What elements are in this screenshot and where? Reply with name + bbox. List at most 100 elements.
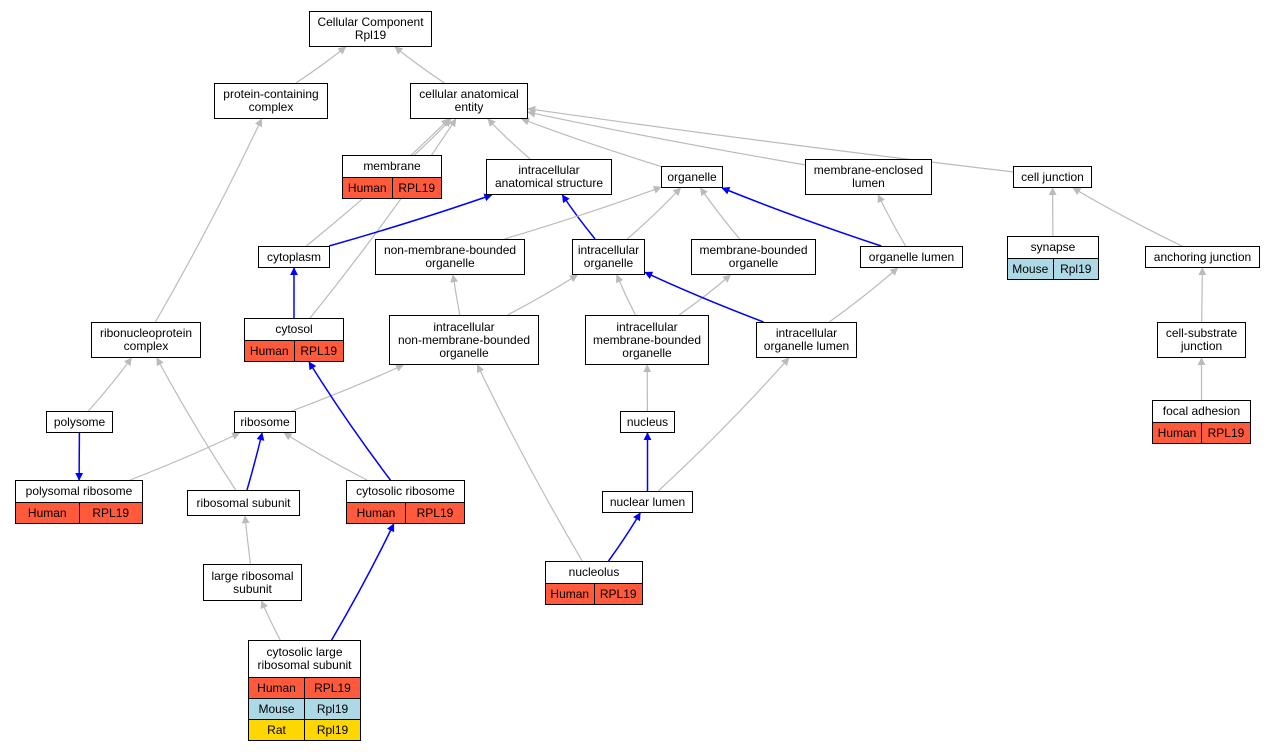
is-a-edge-non_membrane_bounded_organelle-to-organelle bbox=[504, 185, 662, 240]
node-label: cytosolic large ribosomal subunit bbox=[257, 645, 352, 672]
node-label: intracellular non-membrane-bounded organ… bbox=[397, 319, 531, 360]
node-organelle[interactable]: organelle bbox=[661, 166, 723, 188]
node-nuclear-lumen[interactable]: nuclear lumen bbox=[602, 491, 693, 513]
gene-cell: RPL19 bbox=[293, 341, 344, 361]
part-of-edge-intracellular_organelle_lumen-to-intracellular_organelle bbox=[644, 271, 764, 323]
is-a-edge-cellular_anatomical_entity-to-root bbox=[394, 46, 445, 84]
node-label: non-membrane-bounded organelle bbox=[383, 243, 517, 270]
node-non-membrane-bounded-organelle[interactable]: non-membrane-bounded organelle bbox=[375, 239, 525, 275]
node-cell-substrate-junction[interactable]: cell-substrate junction bbox=[1157, 322, 1246, 358]
node-label: intracellular membrane-bounded organelle bbox=[592, 319, 702, 360]
is-a-edge-intracellular_anatomical_structure-to-cellular_anatomical_entity bbox=[487, 118, 531, 160]
node-label: Cellular Component Rpl19 bbox=[317, 15, 424, 42]
node-label: ribonucleoprotein complex bbox=[99, 326, 193, 353]
node-label: membrane-enclosed lumen bbox=[813, 163, 924, 190]
node-cellular-component[interactable]: Cellular Component Rpl19 bbox=[309, 11, 432, 47]
node-intracellular-organelle-lumen[interactable]: intracellular organelle lumen bbox=[756, 322, 857, 358]
is-a-edge-membrane_enclosed_lumen-to-cellular_anatomical_entity bbox=[527, 109, 806, 166]
is-a-edge-membrane-to-cellular_anatomical_entity bbox=[413, 118, 452, 156]
node-polysome[interactable]: polysome bbox=[46, 411, 113, 433]
is-a-edge-intracellular_nmb_organelle-to-non_membrane_bounded_organelle bbox=[450, 274, 461, 316]
part-of-edge-organelle_lumen-to-organelle bbox=[721, 186, 882, 247]
gene-cell: RPL19 bbox=[304, 678, 360, 698]
is-a-edge-nucleolus-to-intracellular_nmb_organelle bbox=[476, 364, 583, 562]
gene-cell: Rpl19 bbox=[304, 720, 360, 740]
node-ribosomal-subunit[interactable]: ribosomal subunit bbox=[187, 490, 300, 516]
node-cell-junction[interactable]: cell junction bbox=[1013, 166, 1092, 188]
is-a-edge-membrane_bounded_organelle-to-organelle bbox=[700, 187, 741, 240]
gene-cell: Rpl19 bbox=[304, 699, 360, 719]
node-label: anchoring junction bbox=[1153, 249, 1252, 264]
node-label: intracellular anatomical structure bbox=[494, 163, 604, 190]
node-label: cytosol bbox=[275, 322, 313, 336]
node-label: large ribosomal subunit bbox=[211, 568, 294, 596]
is-a-edge-cytosolic_large_ribosomal_subunit-to-large_ribosomal_subunit bbox=[260, 600, 281, 641]
is-a-edge-polysome-to-ribonucleoprotein_complex bbox=[87, 357, 132, 412]
node-label: cell-substrate junction bbox=[1165, 326, 1238, 353]
node-intracellular-membrane-bounded-organelle[interactable]: intracellular membrane-bounded organelle bbox=[585, 315, 709, 365]
species-cell: Mouse bbox=[1012, 261, 1049, 276]
is-a-edge-intracellular_organelle-to-organelle bbox=[626, 187, 682, 240]
node-label: intracellular organelle bbox=[577, 243, 640, 270]
is-a-edge-intracellular_organelle_lumen-to-organelle_lumen bbox=[828, 267, 899, 323]
node-label: cytosolic ribosome bbox=[356, 484, 455, 498]
node-intracellular-organelle[interactable]: intracellular organelle bbox=[572, 239, 645, 275]
node-protein-containing-complex[interactable]: protein-containing complex bbox=[214, 83, 328, 119]
is-a-edge-organelle-to-cellular_anatomical_entity bbox=[521, 117, 662, 167]
is-a-edge-polysomal_ribosome-to-ribosome bbox=[129, 432, 241, 481]
node-label: membrane bbox=[363, 159, 421, 173]
species-cell: Human bbox=[249, 343, 289, 358]
node-nucleus[interactable]: nucleus bbox=[620, 411, 675, 433]
gene-cell: RPL19 bbox=[1201, 423, 1250, 443]
node-label: organelle bbox=[667, 169, 717, 184]
node-membrane-enclosed-lumen[interactable]: membrane-enclosed lumen bbox=[805, 159, 932, 195]
is-a-edge-anchoring_junction-to-cell_junction bbox=[1072, 187, 1183, 247]
node-cellular-anatomical-entity[interactable]: cellular anatomical entity bbox=[410, 83, 528, 119]
gene-cell: RPL19 bbox=[593, 584, 643, 604]
gene-cell: RPL19 bbox=[391, 178, 442, 198]
node-ribosome[interactable]: ribosome bbox=[234, 411, 296, 433]
node-large-ribosomal-subunit[interactable]: large ribosomal subunit bbox=[203, 564, 302, 601]
node-intracellular-anatomical-structure[interactable]: intracellular anatomical structure bbox=[486, 159, 612, 195]
is-a-edge-ribosome-to-intracellular_nmb_organelle bbox=[291, 364, 405, 412]
node-cytoplasm[interactable]: cytoplasm bbox=[258, 246, 330, 268]
is-a-edge-ribosomal_subunit-to-ribonucleoprotein_complex bbox=[156, 357, 237, 491]
species-cell: Human bbox=[356, 505, 396, 520]
annotation-row-human: Human RPL19 bbox=[245, 340, 343, 361]
part-of-edge-cytoplasm-to-intracellular_anatomical_structure bbox=[328, 193, 493, 247]
node-membrane-bounded-organelle[interactable]: membrane-bounded organelle bbox=[691, 239, 816, 275]
node-intracellular-non-membrane-bounded-organelle[interactable]: intracellular non-membrane-bounded organ… bbox=[389, 315, 539, 365]
part-of-edge-nucleolus-to-nuclear_lumen bbox=[607, 512, 641, 562]
node-label: focal adhesion bbox=[1162, 404, 1241, 418]
part-of-edge-intracellular_organelle-to-intracellular_anatomical_structure bbox=[561, 194, 596, 240]
is-a-edge-protein_complex-to-root bbox=[295, 46, 347, 84]
is-a-edge-organelle_lumen-to-membrane_enclosed_lumen bbox=[877, 194, 907, 247]
is-a-edge-intracellular_nmb_organelle-to-intracellular_organelle bbox=[507, 274, 578, 316]
species-cell: Mouse bbox=[258, 701, 295, 716]
node-ribonucleoprotein-complex[interactable]: ribonucleoprotein complex bbox=[91, 322, 201, 358]
annotation-row-human: Human RPL19 bbox=[343, 177, 441, 198]
species-cell: Human bbox=[347, 180, 387, 195]
node-anchoring-junction[interactable]: anchoring junction bbox=[1145, 246, 1260, 268]
node-label: cytoplasm bbox=[266, 249, 322, 264]
node-organelle-lumen[interactable]: organelle lumen bbox=[860, 246, 963, 268]
node-label: organelle lumen bbox=[868, 249, 955, 264]
is-a-edge-large_ribosomal_subunit-to-ribosomal_subunit bbox=[241, 515, 251, 565]
species-cell: Human bbox=[27, 505, 67, 520]
part-of-edge-cytosolic_large_ribosomal_subunit-to-cytosolic_ribosome bbox=[330, 523, 395, 641]
part-of-edge-cytosolic_ribosome-to-cytosol bbox=[308, 361, 391, 481]
